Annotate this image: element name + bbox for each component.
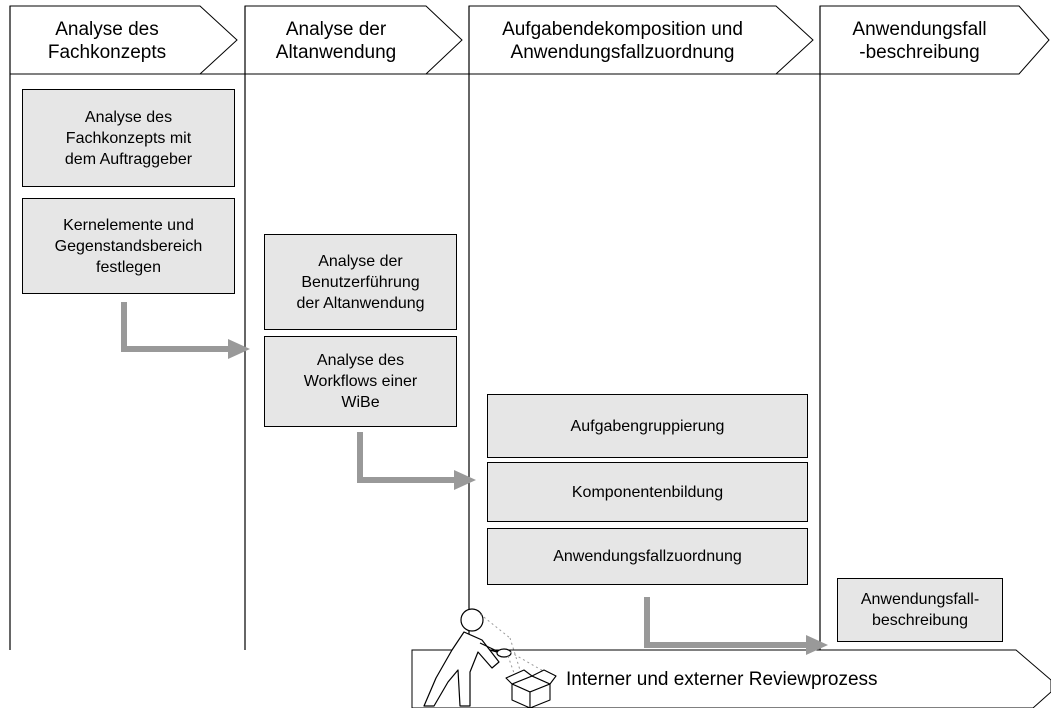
- arrow-altanwendung-to-aufgaben: [357, 432, 456, 483]
- activity-aufgabengruppierung: Aufgabengruppierung: [487, 394, 808, 458]
- activity-anwendungsfallzuordnung: Anwendungsfallzuordnung: [487, 528, 808, 585]
- open-box-icon: [505, 669, 557, 708]
- activity-benutzerfuehrung: Analyse der Benutzerführung der Altanwen…: [264, 234, 457, 330]
- activity-fachkonzept-auftraggeber: Analyse des Fachkonzepts mit dem Auftrag…: [22, 89, 235, 187]
- activity-kernelemente: Kernelemente und Gegenstandsbereich fest…: [22, 198, 235, 294]
- phase-header-aufgabendekomposition: Aufgabendekomposition und Anwendungsfall…: [502, 19, 743, 63]
- swimlane-dividers: [9, 6, 821, 650]
- flow-arrows: [121, 302, 808, 648]
- phase-header-altanwendung: Analyse der Altanwendung: [275, 19, 397, 63]
- arrow-aufgaben-to-beschreibung: [644, 597, 808, 648]
- reviewer-figure-icon: [423, 608, 512, 707]
- phase-header-fachkonzept: Analyse des Fachkonzepts: [47, 19, 167, 63]
- activity-anwendungsfallbeschreibung: Anwendungsfall- beschreibung: [837, 578, 1003, 642]
- activity-workflows: Analyse des Workflows einer WiBe: [264, 336, 457, 427]
- review-process-label: Interner und externer Reviewprozess: [566, 669, 878, 690]
- arrow-heads: [228, 339, 828, 655]
- review-process-chevron: [411, 649, 1051, 708]
- phase-header-anwendungsfallbeschreibung: Anwendungsfall -beschreibung: [852, 19, 987, 63]
- activity-komponentenbildung: Komponentenbildung: [487, 462, 808, 522]
- arrow-fachkonzept-to-altanwendung: [121, 302, 230, 352]
